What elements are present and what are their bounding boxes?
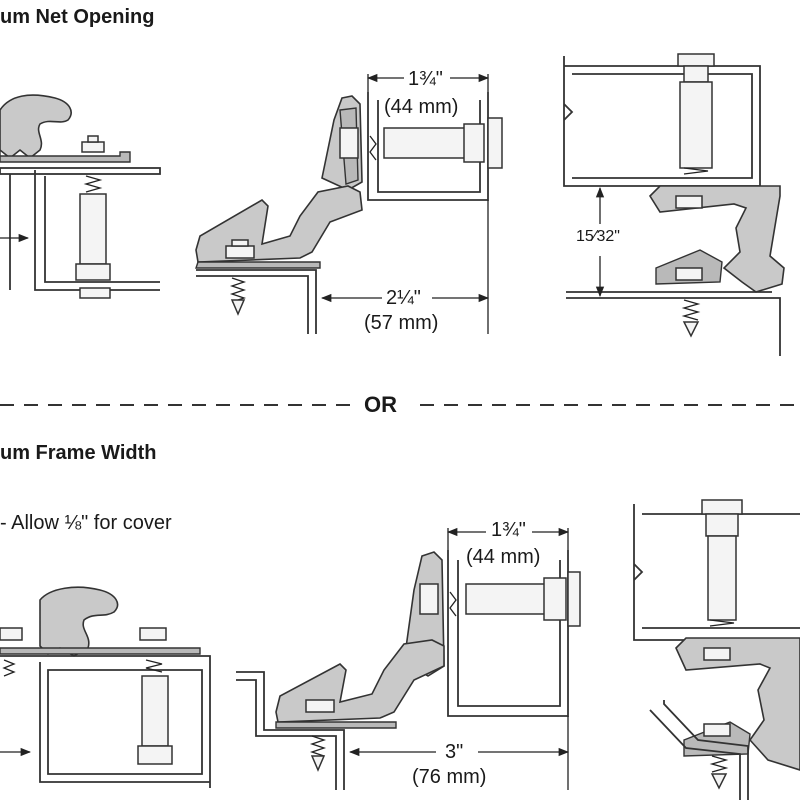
dim-top-depth-in: 2¼" — [386, 287, 421, 309]
dim-top-width-in: 1¾" — [408, 68, 443, 90]
heading-frame-width: um Frame Width — [0, 442, 157, 464]
detail-top-right — [563, 53, 785, 356]
dim-top-vertical: 15⁄32" — [576, 228, 620, 245]
heading-net-opening: um Net Opening — [0, 6, 155, 28]
or-separator-label: OR — [358, 392, 403, 418]
detail-bottom-right — [633, 499, 800, 800]
detail-top-middle — [195, 73, 503, 334]
dim-bottom-width-in: 1¾" — [491, 519, 526, 541]
cover-allowance-note: - Allow ⅛" for cover — [0, 512, 172, 534]
dim-top-depth-mm: (57 mm) — [364, 312, 439, 334]
detail-bottom-left — [0, 586, 211, 788]
detail-top-left — [0, 94, 161, 299]
dim-bottom-width-mm: (44 mm) — [466, 546, 541, 568]
dim-top-width-mm: (44 mm) — [384, 96, 459, 118]
dim-bottom-depth-mm: (76 mm) — [412, 766, 487, 788]
detail-bottom-middle — [236, 527, 581, 790]
dim-bottom-depth-in: 3" — [445, 741, 464, 763]
